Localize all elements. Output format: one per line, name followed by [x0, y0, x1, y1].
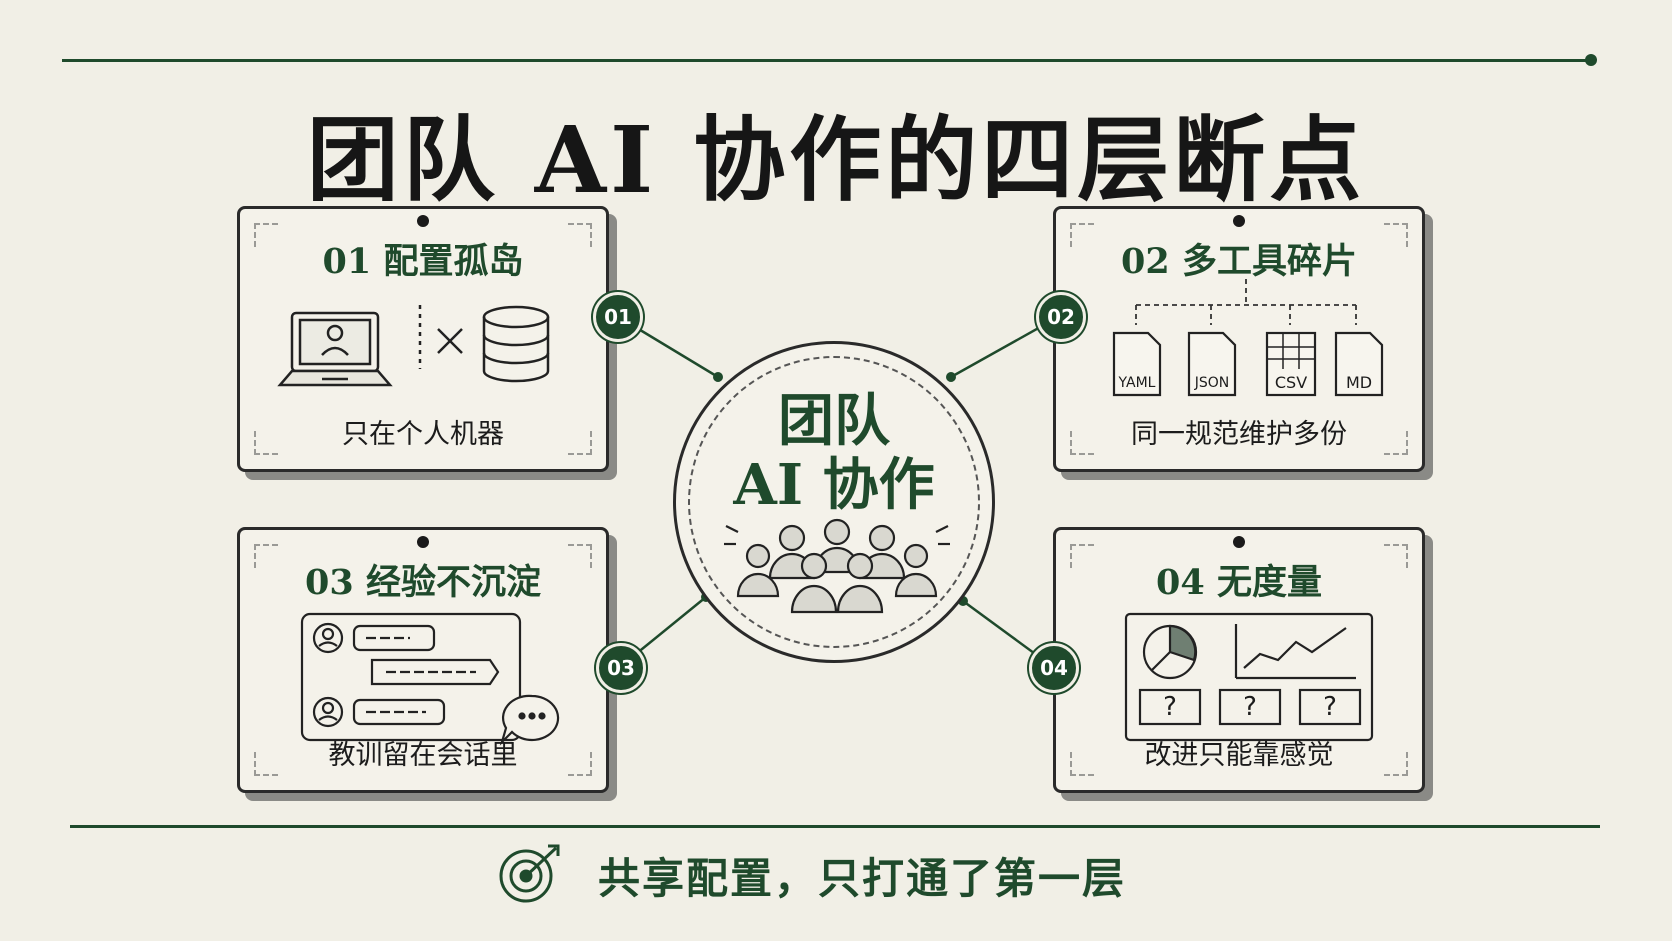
unknown-metric-1: ? — [1163, 692, 1177, 722]
badge-03: 03 — [596, 643, 646, 693]
pin-icon — [417, 215, 429, 227]
card-no-knowledge: 03 经验不沉淀 教训留在会话里 — [237, 527, 609, 793]
chat-session-icon — [300, 612, 560, 746]
card-config-island: 01 配置孤岛 只在个人机器 — [237, 206, 609, 472]
file-label-csv: CSV — [1274, 373, 1308, 392]
card-caption: 只在个人机器 — [342, 419, 504, 450]
unknown-metric-3: ? — [1323, 692, 1337, 722]
card-no-metrics: 04 无度量 ? ? ? 改进只能靠感觉 — [1053, 527, 1425, 793]
card-title: 01 配置孤岛 — [322, 241, 524, 282]
dashboard-icon — [1124, 612, 1374, 742]
card-caption: 同一规范维护多份 — [1131, 419, 1347, 450]
file-label-yaml: YAML — [1118, 375, 1156, 391]
file-label-md: MD — [1345, 373, 1373, 392]
card-caption: 改进只能靠感觉 — [1144, 740, 1334, 771]
page-title: 团队 AI 协作的四层断点 — [306, 106, 1366, 214]
pin-icon — [1233, 536, 1245, 548]
target-arrow-icon — [499, 844, 560, 903]
hub-title-line2: AI 协作 — [733, 452, 935, 518]
hub-title-line1: 团队 — [778, 388, 890, 454]
top-rule — [62, 59, 1592, 62]
badge-04: 04 — [1029, 643, 1079, 693]
top-rule-dot — [1585, 54, 1597, 66]
bottom-rule — [70, 825, 1600, 828]
pin-icon — [1233, 215, 1245, 227]
team-people-icon — [724, 518, 950, 614]
card-multi-tool: 02 多工具碎片 YAML JSON CSV MD 同一规范维护多份 — [1053, 206, 1425, 472]
file-tree-icon — [1112, 279, 1384, 397]
card-title: 04 无度量 — [1156, 562, 1322, 603]
footer-summary: 共享配置，只打通了第一层 — [598, 854, 1127, 903]
unknown-metric-2: ? — [1243, 692, 1257, 722]
card-title: 03 经验不沉淀 — [305, 562, 541, 603]
laptop-database-icon — [277, 305, 550, 387]
central-hub: 团队 AI 协作 — [673, 341, 995, 663]
card-caption: 教训留在会话里 — [328, 740, 518, 771]
card-title: 02 多工具碎片 — [1121, 241, 1357, 282]
badge-01: 01 — [593, 292, 643, 342]
pin-icon — [417, 536, 429, 548]
badge-02: 02 — [1036, 292, 1086, 342]
file-label-json: JSON — [1194, 375, 1230, 391]
